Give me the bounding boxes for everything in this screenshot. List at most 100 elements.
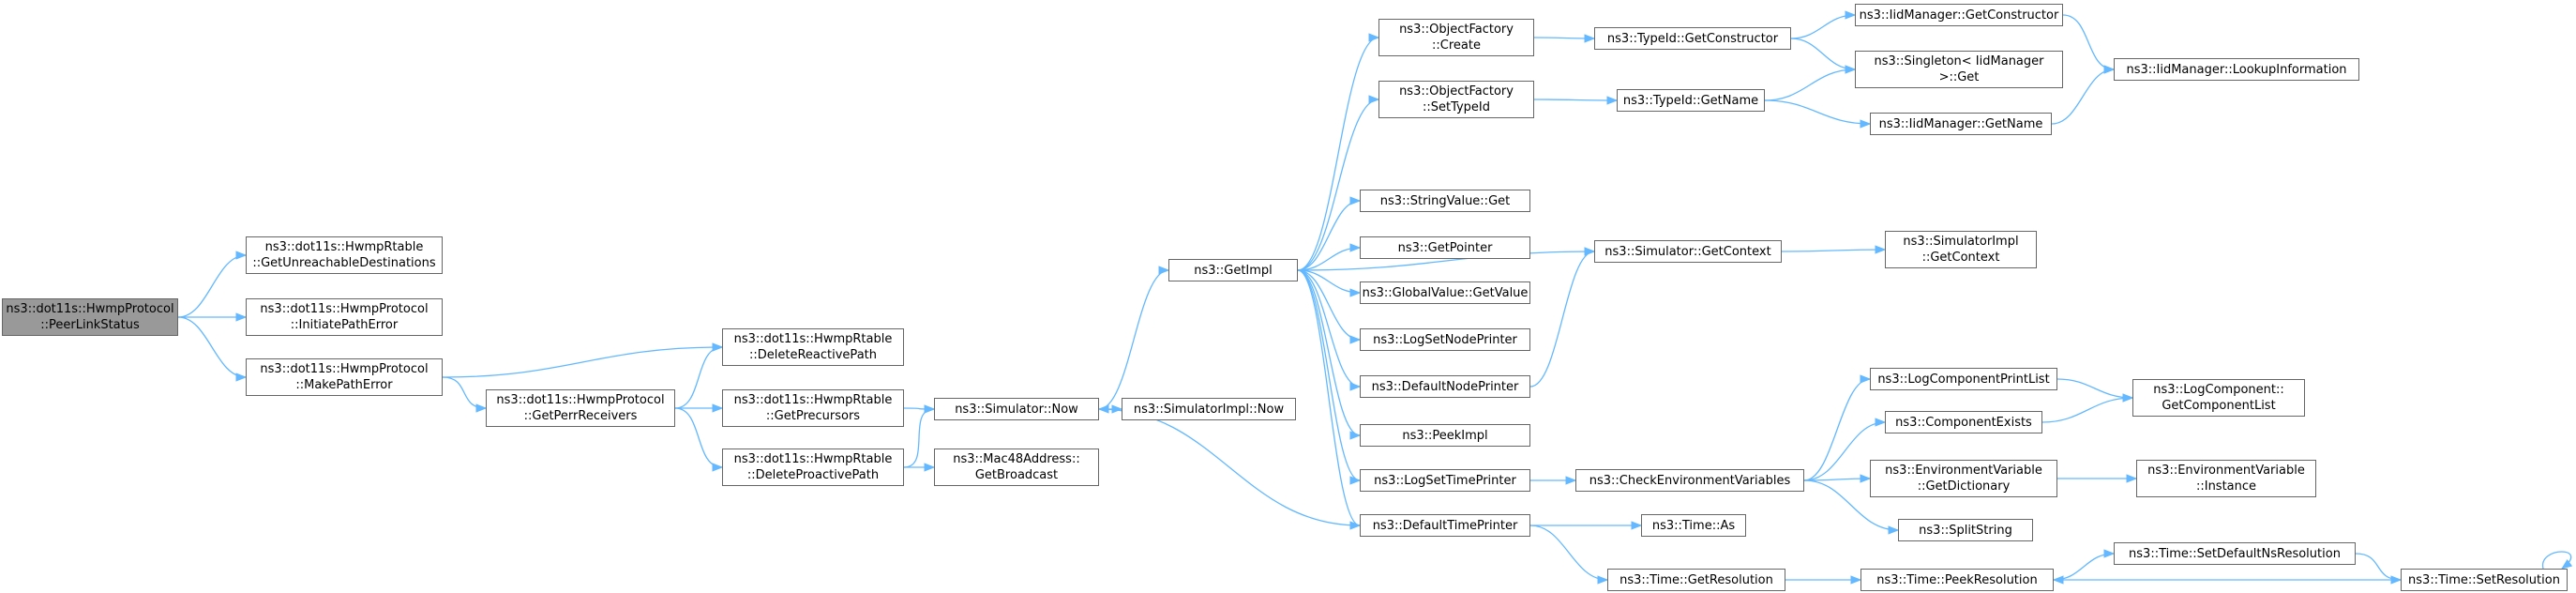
node-label-line: GetBroadcast bbox=[974, 468, 1059, 482]
node-label-line: ns3::IidManager::LookupInformation bbox=[2126, 62, 2347, 77]
node-checkEnv[interactable]: ns3::CheckEnvironmentVariables bbox=[1575, 469, 1804, 492]
edge-simGetContext-to-simImplGetCtx bbox=[1781, 245, 1887, 254]
node-label-line: ns3::DefaultNodePrinter bbox=[1371, 379, 1519, 394]
edge-getImpl-to-getPointer bbox=[1297, 243, 1362, 271]
node-initPathErr[interactable]: ns3::dot11s::HwmpProtocol::InitiatePathE… bbox=[246, 298, 443, 336]
node-envGetDict[interactable]: ns3::EnvironmentVariable::GetDictionary bbox=[1870, 460, 2057, 497]
node-logCompGetList[interactable]: ns3::LogComponent::GetComponentList bbox=[2132, 379, 2305, 417]
edge-getPerr-to-delReactive bbox=[674, 342, 724, 409]
node-label-line: ::SetTypeId bbox=[1422, 100, 1491, 114]
edge-simNow-to-getImpl bbox=[1098, 266, 1170, 410]
node-simImplNow[interactable]: ns3::SimulatorImpl::Now bbox=[1122, 398, 1296, 420]
node-gvGetValue[interactable]: ns3::GlobalValue::GetValue bbox=[1360, 281, 1530, 304]
node-iidGetCtor[interactable]: ns3::IidManager::GetConstructor bbox=[1855, 4, 2063, 26]
node-defNodePrinter[interactable]: ns3::DefaultNodePrinter bbox=[1360, 375, 1530, 398]
node-label-line: ns3::dot11s::HwmpRtable bbox=[733, 393, 893, 407]
node-label-line: ns3::ObjectFactory bbox=[1399, 84, 1514, 99]
node-simImplGetCtx[interactable]: ns3::SimulatorImpl::GetContext bbox=[1885, 231, 2037, 268]
node-timeSetRes[interactable]: ns3::Time::SetResolution bbox=[2401, 569, 2568, 591]
node-label-line: ::GetPrecursors bbox=[765, 409, 861, 423]
node-label-line: ns3::EnvironmentVariable bbox=[1885, 464, 2042, 478]
node-simGetContext[interactable]: ns3::Simulator::GetContext bbox=[1594, 240, 1782, 263]
node-label-line: ::InitiatePathError bbox=[290, 318, 399, 332]
edge-ofSetTypeId-to-typeIdGetName bbox=[1533, 96, 1619, 105]
node-label-line: ns3::Time::GetResolution bbox=[1619, 572, 1773, 587]
node-logSetNode[interactable]: ns3::LogSetNodePrinter bbox=[1360, 328, 1530, 351]
node-delReactive[interactable]: ns3::dot11s::HwmpRtable::DeleteReactiveP… bbox=[722, 328, 904, 366]
node-label-line: ::GetUnreachableDestinations bbox=[252, 256, 436, 270]
node-getUnreach[interactable]: ns3::dot11s::HwmpRtable::GetUnreachableD… bbox=[246, 236, 443, 274]
node-label-line: ns3::TypeId::GetConstructor bbox=[1606, 31, 1779, 46]
edge-getImpl-to-defNodePrinter bbox=[1297, 269, 1362, 391]
node-strValGet[interactable]: ns3::StringValue::Get bbox=[1360, 190, 1530, 212]
node-label-line: ::DeleteProactivePath bbox=[746, 468, 880, 482]
edge-defTimePrinter-to-timeGetRes bbox=[1529, 525, 1609, 585]
node-label-line: ns3::ObjectFactory bbox=[1399, 23, 1514, 37]
node-label-line: ns3::EnvironmentVariable bbox=[2147, 464, 2305, 478]
node-label-line: >::Get bbox=[1938, 70, 1980, 84]
node-delProactive[interactable]: ns3::dot11s::HwmpRtable::DeleteProactive… bbox=[722, 449, 904, 486]
edge-checkEnv-to-compExists bbox=[1803, 418, 1887, 481]
node-ofCreate[interactable]: ns3::ObjectFactory::Create bbox=[1378, 19, 1534, 56]
node-getPerr[interactable]: ns3::dot11s::HwmpProtocol::GetPerrReceiv… bbox=[486, 389, 675, 427]
node-label-line: ns3::LogSetNodePrinter bbox=[1373, 332, 1517, 347]
node-label-line: ::DeleteReactivePath bbox=[749, 348, 877, 362]
node-label-line: ns3::Mac48Address:: bbox=[953, 452, 1080, 466]
node-macBroadcast[interactable]: ns3::Mac48Address::GetBroadcast bbox=[934, 449, 1099, 486]
node-typeIdGetCtor[interactable]: ns3::TypeId::GetConstructor bbox=[1594, 27, 1791, 50]
node-label-line: ns3::Time::As bbox=[1651, 518, 1736, 533]
edge-getImpl-to-strValGet bbox=[1297, 196, 1362, 271]
edge-root-to-getUnreach bbox=[177, 251, 248, 318]
node-timeGetRes[interactable]: ns3::Time::GetResolution bbox=[1607, 569, 1785, 591]
node-root[interactable]: ns3::dot11s::HwmpProtocol::PeerLinkStatu… bbox=[2, 298, 178, 336]
node-getPointer[interactable]: ns3::GetPointer bbox=[1360, 236, 1530, 259]
edge-makePathErr-to-delReactive bbox=[442, 342, 724, 378]
node-logSetTime[interactable]: ns3::LogSetTimePrinter bbox=[1360, 469, 1530, 492]
node-label-line: ns3::LogComponentPrintList bbox=[1877, 372, 2050, 387]
node-singletonGet[interactable]: ns3::Singleton< IidManager >::Get bbox=[1855, 51, 2063, 88]
edge-typeIdGetName-to-singletonGet bbox=[1764, 65, 1857, 101]
edge-getImpl-to-gvGetValue bbox=[1297, 269, 1362, 297]
node-logCompPrint[interactable]: ns3::LogComponentPrintList bbox=[1870, 368, 2057, 390]
node-label-line: ns3::Simulator::Now bbox=[955, 402, 1078, 417]
edge-iidGetCtor-to-iidLookup bbox=[2062, 14, 2116, 74]
node-getPrecursors[interactable]: ns3::dot11s::HwmpRtable::GetPrecursors bbox=[722, 389, 904, 427]
node-timePeekRes[interactable]: ns3::Time::PeekResolution bbox=[1860, 569, 2054, 591]
node-iidLookup[interactable]: ns3::IidManager::LookupInformation bbox=[2114, 58, 2359, 81]
edge-delProactive-to-simNow bbox=[903, 404, 936, 468]
edge-getPerr-to-delProactive bbox=[674, 407, 724, 472]
node-peekImpl[interactable]: ns3::PeekImpl bbox=[1360, 424, 1530, 447]
node-label-line: ns3::GlobalValue::GetValue bbox=[1362, 285, 1529, 300]
node-label-line: ns3::dot11s::HwmpProtocol bbox=[6, 302, 174, 316]
node-makePathErr[interactable]: ns3::dot11s::HwmpProtocol::MakePathError bbox=[246, 358, 443, 396]
node-compExists[interactable]: ns3::ComponentExists bbox=[1885, 411, 2042, 433]
edge-checkEnv-to-splitString bbox=[1803, 479, 1900, 535]
node-label-line: ns3::LogComponent:: bbox=[2153, 383, 2284, 397]
edge-getImpl-to-defTimePrinter bbox=[1297, 269, 1362, 530]
node-ofSetTypeId[interactable]: ns3::ObjectFactory::SetTypeId bbox=[1378, 81, 1534, 118]
node-label-line: ::Create bbox=[1432, 38, 1481, 53]
node-getImpl[interactable]: ns3::GetImpl bbox=[1168, 259, 1298, 281]
node-envInstance[interactable]: ns3::EnvironmentVariable::Instance bbox=[2136, 460, 2316, 497]
edge-typeIdGetCtor-to-iidGetCtor bbox=[1790, 10, 1857, 39]
node-label-line: ns3::SplitString bbox=[1919, 523, 2012, 538]
node-label-line: ns3::TypeId::GetName bbox=[1622, 93, 1759, 108]
node-label-line: ns3::Time::SetDefaultNsResolution bbox=[2129, 546, 2341, 561]
node-label-line: ns3::Singleton< IidManager bbox=[1874, 54, 2044, 68]
node-label-line: ns3::dot11s::HwmpProtocol bbox=[496, 393, 665, 407]
node-simNow[interactable]: ns3::Simulator::Now bbox=[934, 398, 1099, 420]
node-typeIdGetName[interactable]: ns3::TypeId::GetName bbox=[1617, 89, 1765, 112]
node-label-line: ns3::IidManager::GetConstructor bbox=[1859, 8, 2059, 23]
edge-getImpl-to-simGetContext bbox=[1297, 247, 1596, 271]
edge-defNodePrinter-to-simGetContext bbox=[1529, 247, 1596, 388]
node-timeSetDefNs[interactable]: ns3::Time::SetDefaultNsResolution bbox=[2114, 542, 2356, 565]
node-label-line: ns3::CheckEnvironmentVariables bbox=[1589, 473, 1791, 488]
edge-getImpl-to-ofSetTypeId bbox=[1297, 95, 1380, 271]
node-timeAs[interactable]: ns3::Time::As bbox=[1641, 514, 1746, 537]
node-defTimePrinter[interactable]: ns3::DefaultTimePrinter bbox=[1360, 514, 1530, 537]
edge-getImpl-to-peekImpl bbox=[1297, 269, 1362, 440]
node-iidGetName[interactable]: ns3::IidManager::GetName bbox=[1870, 113, 2052, 135]
node-label-line: ns3::Time::SetResolution bbox=[2408, 572, 2560, 587]
node-splitString[interactable]: ns3::SplitString bbox=[1898, 519, 2033, 541]
